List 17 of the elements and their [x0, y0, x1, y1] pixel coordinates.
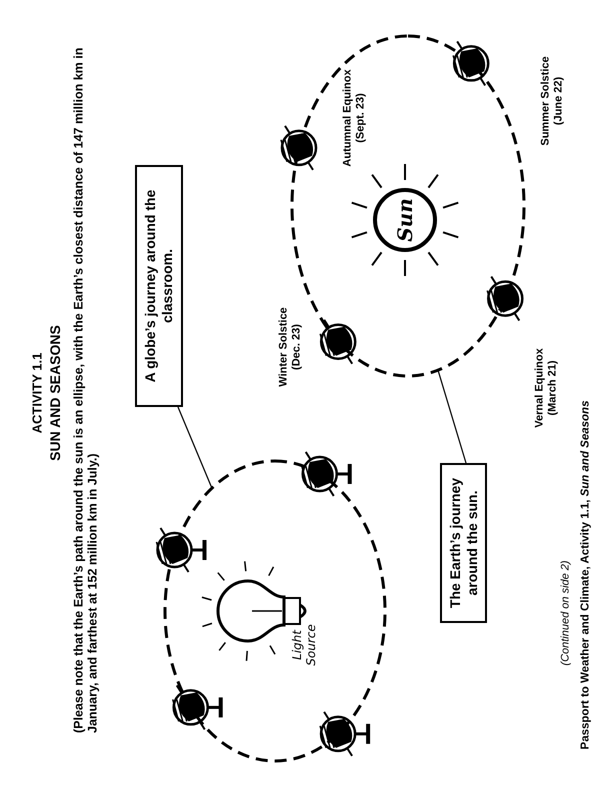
activity-number: ACTIVITY 1.1 — [30, 352, 46, 436]
dashed-orbit-path — [163, 459, 387, 763]
leader-line — [437, 370, 467, 464]
source-caption: Passport to Weather and Climate, Activity 1.1, Sun and Seasons — [579, 400, 592, 752]
page-title: SUN AND SEASONS — [46, 324, 64, 463]
label-box: The Earth’s journey around the sun. — [440, 463, 487, 623]
label-box: A globe’s journey around the classroom. — [135, 165, 183, 407]
season-label: Summer Solstice (June 22) — [539, 55, 565, 148]
continued-note: (Continued on side 2) — [560, 559, 572, 668]
dashed-orbit-path — [290, 34, 526, 378]
season-label: Winter Solstice (Dec. 23) — [277, 306, 303, 389]
note-text: (Please note that the Earth’s path around the sun is an ellipse, with the Earth’s closest distance of 147 million km in January, and farthest at 152 million km in July.) — [72, 46, 100, 733]
season-label: Vernal Equinox (March 21) — [533, 347, 559, 430]
light-source-label: Light Source — [291, 623, 319, 668]
season-label: Autumnal Equinox (Sept. 23) — [341, 68, 367, 169]
leader-line — [177, 406, 212, 488]
sun-circle: Sun — [373, 188, 437, 252]
